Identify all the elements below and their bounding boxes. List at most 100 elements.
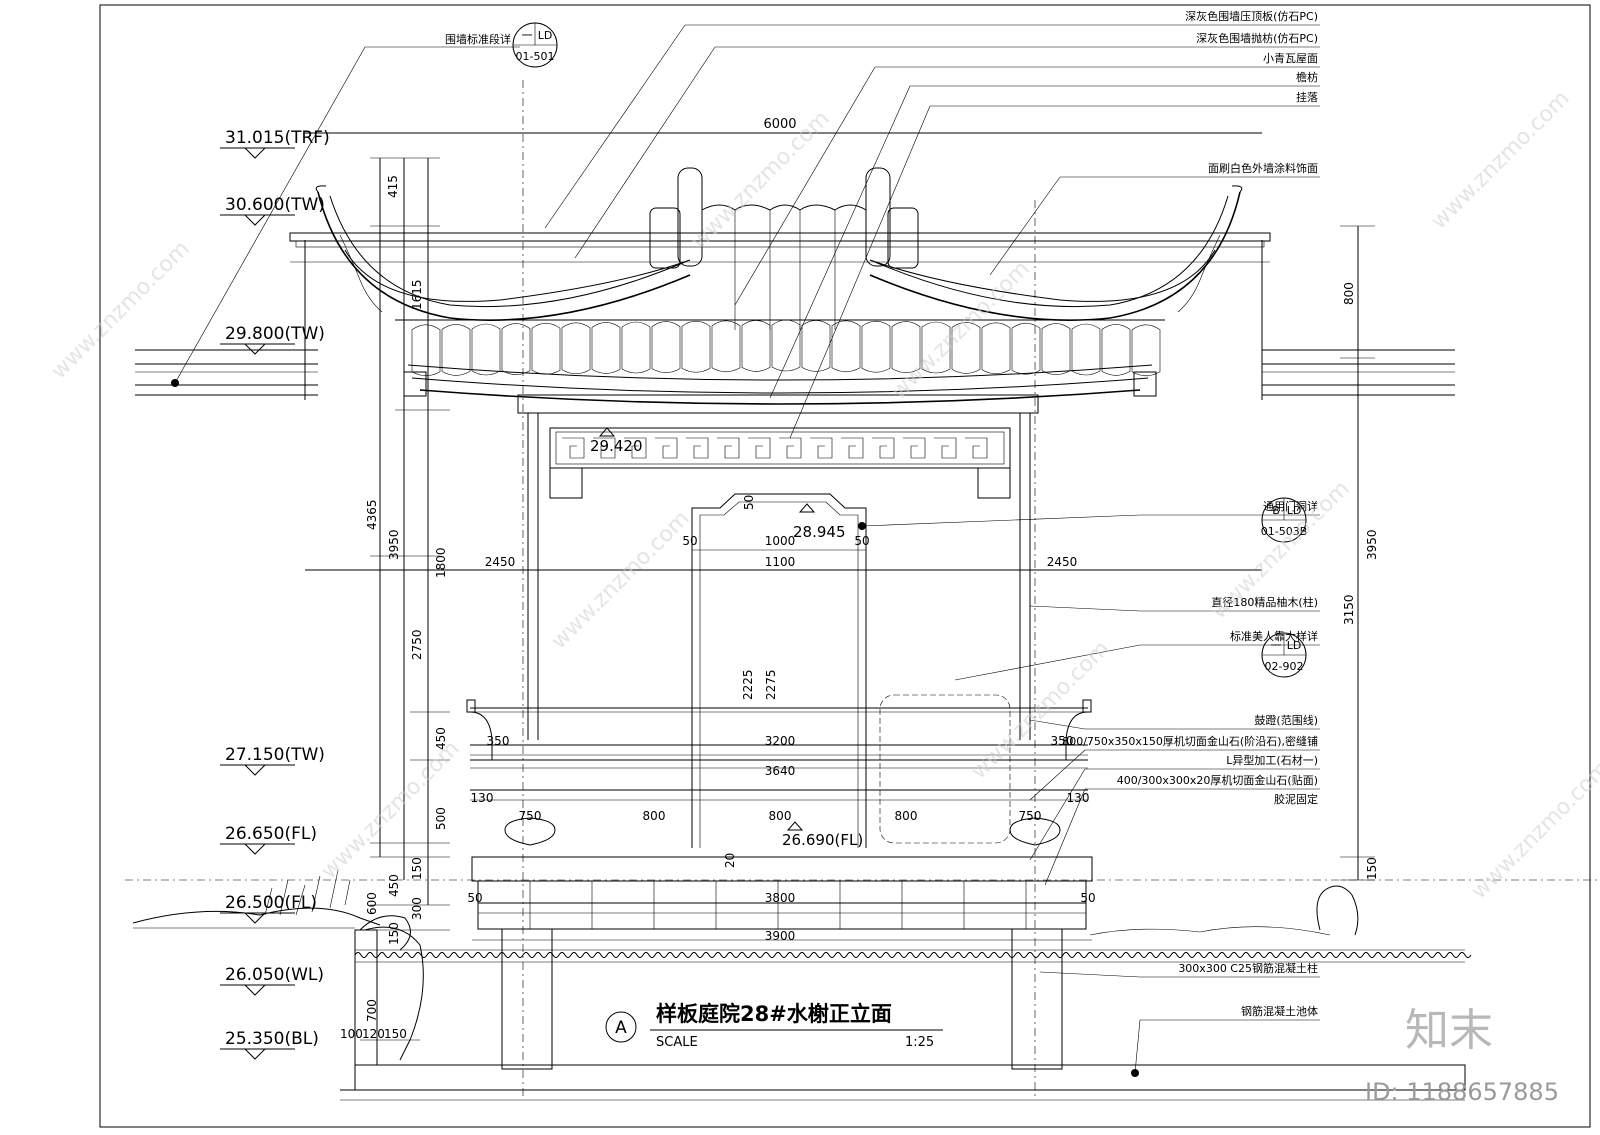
roof-tile xyxy=(741,320,771,372)
dim-step-3640: 3640 xyxy=(765,764,796,778)
watermark-text: www.znzmo.com xyxy=(47,236,195,384)
dim-bench-3200: 3200 xyxy=(765,734,796,748)
roof-tile xyxy=(591,322,621,374)
inner-elevations: 29.420 28.945 26.690(FL) xyxy=(590,427,866,849)
lattice-motif xyxy=(872,437,895,459)
callout-label: 钢筋混凝土池体 xyxy=(1241,1004,1318,1018)
leader-dot xyxy=(1131,1069,1139,1077)
roof-tile xyxy=(1131,324,1161,377)
dim-door-2225: 2225 xyxy=(741,669,755,700)
dim-span-left: 2450 xyxy=(485,555,516,569)
watermark-text: www.znzmo.com xyxy=(1427,86,1575,234)
dimension-texts: 6000 415 1615 4365 3950 2750 1800 450 50… xyxy=(340,117,1379,1041)
roof-tile xyxy=(1071,323,1101,376)
lattice-motif xyxy=(717,437,740,459)
callout-label: 标准美人靠大样详 xyxy=(1230,629,1318,643)
right-dimension-chain xyxy=(1340,225,1375,881)
detail-ref-page: 01-501 xyxy=(516,50,555,63)
dim-v-300: 300 xyxy=(410,897,424,920)
dim-door-20: 20 xyxy=(723,853,737,868)
roof-tile xyxy=(561,322,591,375)
roof xyxy=(289,167,1271,414)
dim-v-150: 150 xyxy=(410,857,424,880)
lattice-motif xyxy=(686,437,709,459)
callout-label: 直径180精品柚木(柱) xyxy=(1211,595,1318,609)
dim-right-150: 150 xyxy=(1365,857,1379,880)
dim-v-450b: 450 xyxy=(387,874,401,897)
elevation-label: 30.600(TW) xyxy=(225,195,325,215)
title-block: A 样板庭院28#水榭正立面 SCALE 1:25 xyxy=(605,1002,943,1050)
elevation-marker: 31.015(TRF) xyxy=(220,128,330,159)
callout-label: 面刷白色外墙涂料饰面 xyxy=(1208,161,1318,175)
dim-right-3150: 3150 xyxy=(1342,594,1356,625)
dim-v-4365: 4365 xyxy=(365,499,379,530)
dim-bench-350b: 350 xyxy=(1051,734,1074,748)
callout-label: 小青瓦屋面 xyxy=(1263,52,1318,65)
callout-label: 400/300x300x20厚机切面金山石(贴面) xyxy=(1117,773,1318,787)
roof-tile xyxy=(501,323,531,375)
roof-tile xyxy=(711,320,741,373)
dim-v-600: 600 xyxy=(365,892,379,915)
dim-door-2275: 2275 xyxy=(764,669,778,700)
lattice-motif xyxy=(562,437,585,459)
dim-v-2750: 2750 xyxy=(410,629,424,660)
dim-door-50b: 50 xyxy=(854,534,869,548)
roof-tile xyxy=(681,320,711,373)
roof-tile xyxy=(1041,323,1071,375)
dim-right-800: 800 xyxy=(1342,282,1356,305)
dim-v-500: 500 xyxy=(434,807,448,830)
lattice-motif xyxy=(934,437,957,459)
dim-v-1800: 1800 xyxy=(434,547,448,578)
callout-label: L异型加工(石材一) xyxy=(1226,753,1318,767)
lattice-motif xyxy=(779,437,802,459)
lattice-motif xyxy=(903,437,926,459)
lattice-motif xyxy=(965,437,988,459)
detail-ref-number: 一 xyxy=(522,29,533,42)
elevation-marker: 30.600(TW) xyxy=(220,195,325,226)
elevation-label: 27.150(TW) xyxy=(225,745,325,765)
water-line xyxy=(354,949,1472,963)
elevation-marker: 26.650(FL) xyxy=(220,824,317,855)
pool-floor xyxy=(340,1064,1466,1101)
elevation-marker: 25.350(BL) xyxy=(220,1029,319,1060)
callout-label: 300x300 C25钢筋混凝土柱 xyxy=(1178,961,1318,975)
watermark-text: www.znzmo.com xyxy=(547,506,695,654)
elevation-markers: 31.015(TRF)30.600(TW)29.800(TW)27.150(TW… xyxy=(220,128,330,1060)
detail-ref-number: B xyxy=(1272,504,1280,517)
dim-step-750b: 750 xyxy=(1019,809,1042,823)
roof-tile xyxy=(651,321,681,373)
lattice-motif xyxy=(810,437,833,459)
elevation-marker: 26.500(FL) xyxy=(220,893,317,924)
elevation-marker: 27.150(TW) xyxy=(220,745,325,776)
callout-label: 鼓蹬(范围线) xyxy=(1254,713,1318,727)
doorway xyxy=(691,493,867,848)
callout-label: 深灰色围墙抛枋(仿石PC) xyxy=(1196,31,1318,45)
dim-span-right: 2450 xyxy=(1047,555,1078,569)
callout-label: 通用门洞详 xyxy=(1263,499,1318,513)
dim-step-800a: 800 xyxy=(643,809,666,823)
dim-step-130b: 130 xyxy=(1067,791,1090,805)
elevation-label: 31.015(TRF) xyxy=(225,128,330,148)
lattice-motif xyxy=(593,437,616,459)
dim-door-1100: 1100 xyxy=(765,555,796,569)
dim-v-3950: 3950 xyxy=(387,529,401,560)
elev-floor: 26.690(FL) xyxy=(782,831,863,849)
right-rocks xyxy=(1089,885,1359,936)
callout-leaders xyxy=(544,24,1320,1074)
roof-tiles xyxy=(411,319,1161,377)
dim-step-750a: 750 xyxy=(519,809,542,823)
callout-label: 胶泥固定 xyxy=(1274,792,1318,806)
dim-b-100: 100 xyxy=(340,1027,363,1041)
watermark-text: www.znzmo.com xyxy=(967,636,1115,784)
detail-ref-page: 02-902 xyxy=(1265,660,1304,673)
roof-tile xyxy=(981,322,1011,375)
roof-tile xyxy=(1011,322,1041,375)
bench-railing xyxy=(466,694,1092,846)
roof-tile xyxy=(831,320,861,373)
dim-door-50a: 50 xyxy=(682,534,697,548)
elevation-label: 26.650(FL) xyxy=(225,824,317,844)
